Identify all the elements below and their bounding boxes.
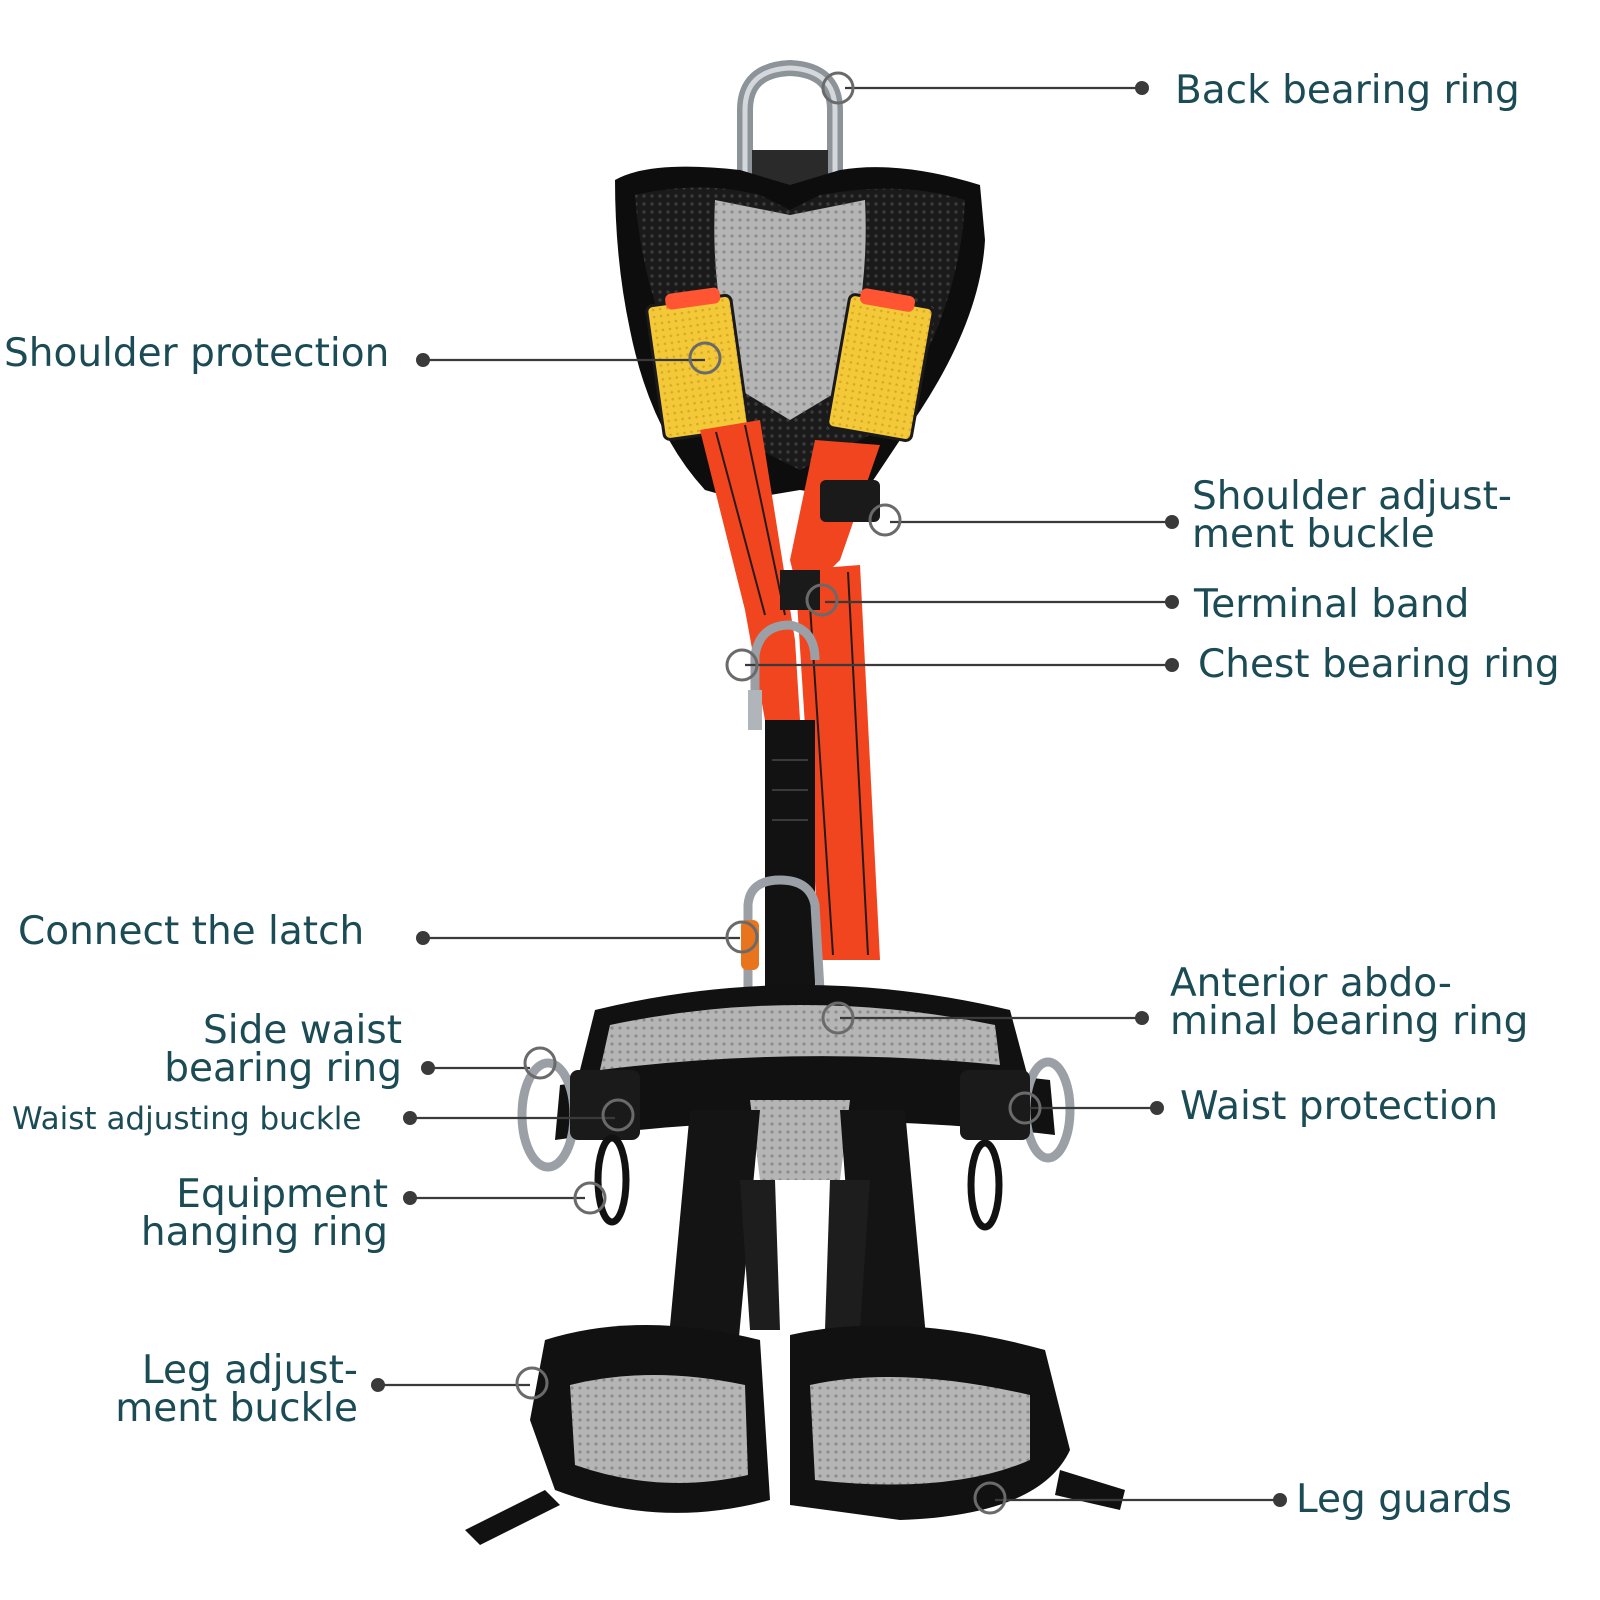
leg-straps bbox=[665, 1110, 930, 1380]
leader-dot-icon bbox=[416, 931, 430, 945]
callout-marker-ring-icon bbox=[573, 1181, 607, 1215]
black-center-strap bbox=[765, 720, 815, 1000]
callout-marker-ring-icon bbox=[523, 1046, 557, 1080]
leader-dot-icon bbox=[1273, 1493, 1287, 1507]
label-line: Shoulder protection bbox=[4, 331, 390, 376]
callout-marker-ring-icon bbox=[821, 71, 855, 105]
label-leg-adjustment-buckle: Leg adjust- ment buckle bbox=[115, 1348, 358, 1431]
leader-dot-icon bbox=[403, 1111, 417, 1125]
leader-dot-icon bbox=[1150, 1101, 1164, 1115]
label-chest-bearing-ring: Chest bearing ring bbox=[1198, 642, 1560, 687]
label-line: ment buckle bbox=[1192, 512, 1435, 557]
label-leg-guards: Leg guards bbox=[1296, 1477, 1512, 1522]
label-line: hanging ring bbox=[140, 1210, 388, 1255]
callout-markers bbox=[515, 71, 1042, 1515]
callout-marker-ring-icon bbox=[805, 583, 839, 617]
callout-marker-ring-icon bbox=[601, 1098, 635, 1132]
waist-belt bbox=[555, 985, 1055, 1180]
label-line: minal bearing ring bbox=[1170, 999, 1529, 1044]
label-terminal-band: Terminal band bbox=[1194, 582, 1470, 627]
label-line: Equipment bbox=[176, 1172, 388, 1217]
label-side-waist-bearing-ring: Side waist bearing ring bbox=[164, 1008, 402, 1091]
leader-dot-icon bbox=[1165, 595, 1179, 609]
callout-marker-ring-icon bbox=[973, 1481, 1007, 1515]
leader-dots bbox=[371, 81, 1287, 1507]
label-line: Back bearing ring bbox=[1175, 68, 1520, 113]
label-line: Shoulder adjust- bbox=[1192, 474, 1512, 519]
label-line: Leg guards bbox=[1296, 1477, 1512, 1522]
label-equipment-hanging-ring: Equipment hanging ring bbox=[140, 1172, 388, 1255]
label-line: Waist protection bbox=[1180, 1084, 1499, 1129]
label-line: Anterior abdo- bbox=[1170, 961, 1452, 1006]
label-line: Chest bearing ring bbox=[1198, 642, 1560, 687]
leader-dot-icon bbox=[1135, 81, 1149, 95]
leader-lines bbox=[380, 86, 1278, 1502]
shoulder-pad-yellow-right bbox=[826, 288, 935, 442]
leader-dot-icon bbox=[421, 1061, 435, 1075]
leg-loops bbox=[465, 1325, 1125, 1545]
equipment-loops bbox=[594, 1134, 1003, 1231]
back-d-ring bbox=[737, 59, 843, 186]
callout-marker-ring-icon bbox=[821, 1001, 855, 1035]
leader-dot-icon bbox=[403, 1191, 417, 1205]
leader-dot-icon bbox=[371, 1378, 385, 1392]
label-line: Side waist bbox=[203, 1008, 402, 1053]
label-connect-the-latch: Connect the latch bbox=[18, 909, 365, 954]
leader-dot-icon bbox=[416, 353, 430, 367]
callout-marker-ring-icon bbox=[515, 1366, 549, 1400]
callout-marker-ring-icon bbox=[1008, 1091, 1042, 1125]
chest-ring bbox=[748, 620, 820, 730]
label-anterior-abdominal-bearing-ring: Anterior abdo- minal bearing ring bbox=[1170, 961, 1529, 1044]
label-shoulder-adjustment-buckle: Shoulder adjust- ment buckle bbox=[1192, 474, 1512, 557]
callout-marker-ring-icon bbox=[868, 503, 902, 537]
label-line: Connect the latch bbox=[18, 909, 365, 954]
label-line: ment buckle bbox=[115, 1386, 358, 1431]
label-line: bearing ring bbox=[164, 1046, 402, 1091]
label-line: Waist adjusting buckle bbox=[12, 1101, 362, 1137]
leader-dot-icon bbox=[1165, 658, 1179, 672]
callout-marker-ring-icon bbox=[725, 920, 759, 954]
orange-shoulder-straps bbox=[700, 420, 880, 960]
callout-marker-ring-icon bbox=[688, 341, 722, 375]
label-line: Terminal band bbox=[1194, 582, 1470, 627]
leader-dot-icon bbox=[1135, 1011, 1149, 1025]
label-back-bearing-ring: Back bearing ring bbox=[1175, 68, 1520, 113]
leader-dot-icon bbox=[1165, 515, 1179, 529]
shoulder-pad-yellow-left bbox=[645, 287, 750, 441]
callout-marker-ring-icon bbox=[725, 648, 759, 682]
label-line: Leg adjust- bbox=[141, 1348, 358, 1393]
label-waist-protection: Waist protection bbox=[1180, 1084, 1499, 1129]
label-waist-adjusting-buckle: Waist adjusting buckle bbox=[12, 1102, 361, 1136]
label-shoulder-protection: Shoulder protection bbox=[4, 331, 390, 376]
